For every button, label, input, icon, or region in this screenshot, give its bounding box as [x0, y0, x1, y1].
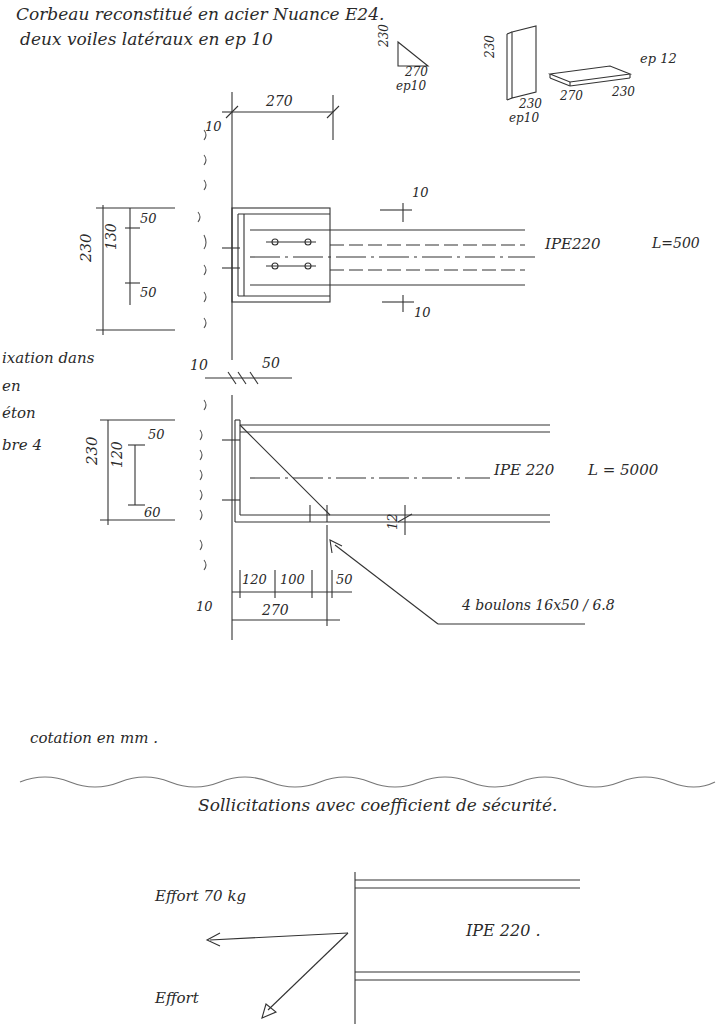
dimension-label: 270 [262, 603, 289, 618]
dimension-label: 230 [484, 35, 497, 58]
dimension-label: 230 [84, 436, 101, 465]
title-note: Corbeau reconstitué en acier Nuance E24. [16, 4, 384, 24]
dimension-label: 120 [110, 441, 125, 468]
dimension-label: L=500 [652, 236, 700, 251]
dimension-label: 270 [405, 66, 428, 79]
dimension-label: 230 [378, 24, 391, 47]
dimension-label: 270 [560, 90, 583, 103]
dimension-label: ep10 [396, 80, 426, 93]
dimension-label: cotation en mm . [30, 730, 158, 747]
dimension-label: 12 [386, 513, 400, 530]
dimension-label: IPE 220 . [466, 922, 541, 940]
dimension-label: IPE 220 [494, 462, 554, 479]
dimension-label: ep 12 [640, 52, 677, 66]
dimension-label: IPE220 [545, 236, 601, 253]
dimension-label: 230 [519, 98, 542, 111]
margin-note: éton [2, 405, 36, 422]
dimension-label: 230 [78, 233, 95, 262]
dimension-label: 100 [280, 573, 305, 587]
dimension-label: 50 [262, 356, 280, 371]
dimension-label: ep10 [509, 112, 539, 125]
dimension-label: 50 [148, 428, 165, 442]
dimension-label: L = 5000 [588, 462, 658, 479]
dimension-label: 10 [205, 120, 222, 134]
dimension-label: 50 [140, 212, 157, 226]
dimension-label: Effort 70 kg [155, 888, 246, 905]
margin-note: ixation dans [2, 350, 94, 367]
dimension-label: 50 [140, 286, 157, 300]
dimension-label: 10 [190, 358, 208, 373]
dimension-label: 10 [414, 306, 431, 320]
dimension-label: Effort [155, 990, 199, 1007]
dimension-label: 120 [242, 573, 267, 587]
margin-note: bre 4 [2, 437, 42, 454]
dimension-label: 50 [336, 573, 353, 587]
dimension-label: 10 [412, 186, 429, 200]
dimension-label: 270 [266, 94, 293, 109]
dimension-label: 10 [196, 600, 213, 614]
dimension-label: 230 [612, 86, 635, 99]
dimension-label: 4 boulons 16x50 / 6.8 [462, 598, 615, 613]
dimension-label: Sollicitations avec coefficient de sécur… [198, 796, 557, 815]
margin-note: en [2, 378, 21, 395]
dimension-label: deux voiles latéraux en ep 10 [20, 30, 273, 49]
dimension-label: 130 [104, 223, 119, 250]
dimension-label: 60 [144, 506, 161, 520]
